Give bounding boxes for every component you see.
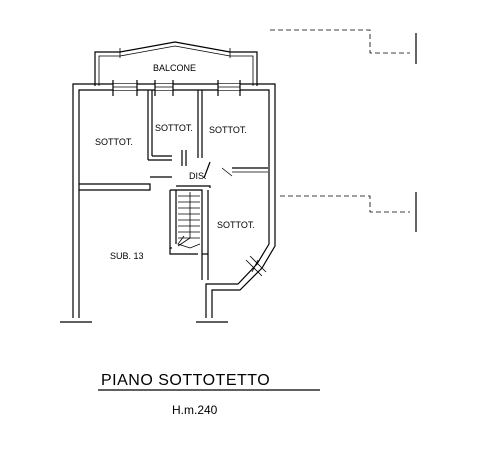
neighbor-outline [270, 29, 417, 232]
outer-walls [60, 83, 276, 323]
room-label-sottot-center: SOTTOT. [155, 123, 193, 133]
room-label-sottot-right: SOTTOT. [209, 125, 247, 135]
north-windows [112, 80, 241, 96]
interior-walls [79, 90, 268, 280]
room-label-dis: DIS. [189, 171, 207, 181]
room-label-sottot-lower: SOTTOT. [217, 220, 255, 230]
stair [177, 192, 201, 249]
room-label-sottot-left: SOTTOT. [95, 137, 133, 147]
room-label-sub: SUB. 13 [110, 251, 144, 261]
bay-window [245, 255, 267, 277]
room-label-balcone: BALCONE [153, 63, 196, 73]
plan-height: H.m.240 [172, 403, 218, 417]
balcony [94, 41, 258, 86]
plan-title: PIANO SOTTOTETTO [101, 372, 270, 389]
